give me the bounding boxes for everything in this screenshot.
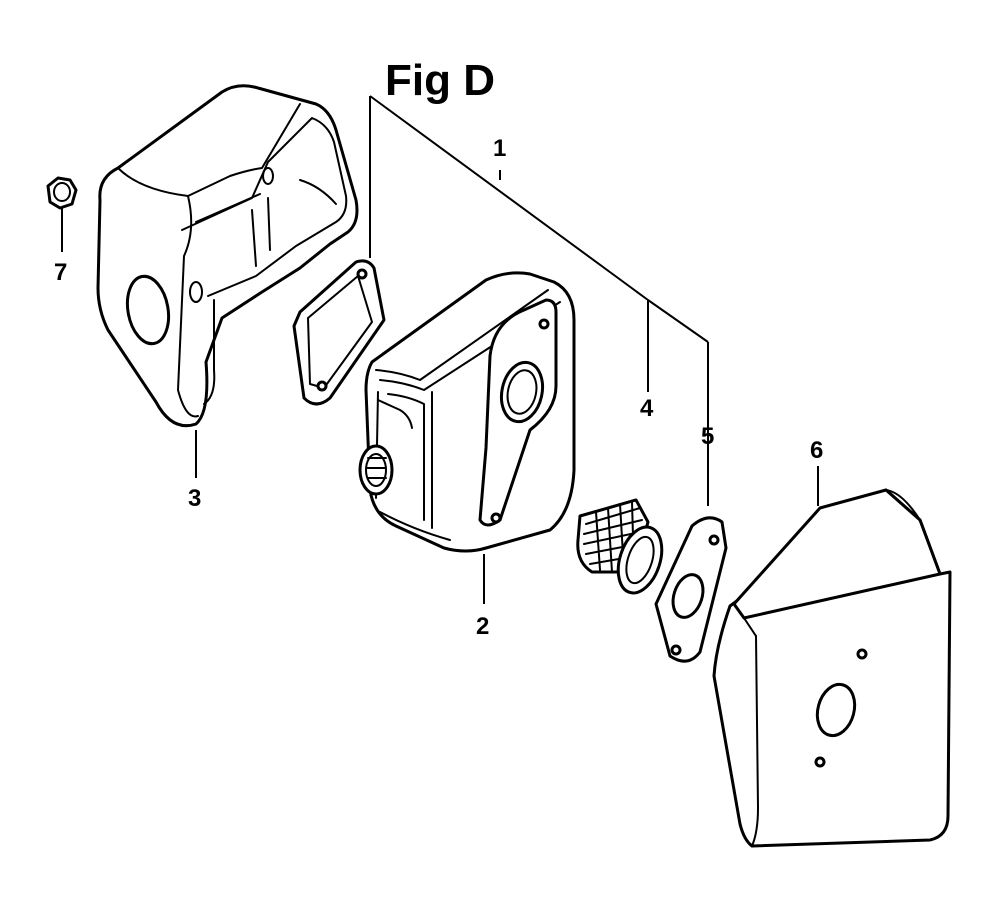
callout-1: 1 (493, 135, 506, 162)
part-1-group-bracket (369, 95, 709, 506)
part-2-muffler (358, 271, 576, 604)
part-7-nut (46, 176, 78, 252)
part-5-gasket (654, 516, 728, 663)
gasket-upper (292, 259, 386, 406)
part-4-spark-arrester (576, 498, 664, 595)
part-3-muffler-protector (96, 84, 359, 478)
callout-4: 4 (640, 395, 654, 422)
callout-2: 2 (476, 613, 489, 640)
figure-title: Fig D (385, 56, 495, 105)
callout-5: 5 (701, 423, 714, 450)
callout-6: 6 (810, 437, 823, 464)
callout-7: 7 (54, 259, 67, 286)
callout-3: 3 (188, 485, 201, 512)
part-6-heat-shield (712, 466, 952, 848)
